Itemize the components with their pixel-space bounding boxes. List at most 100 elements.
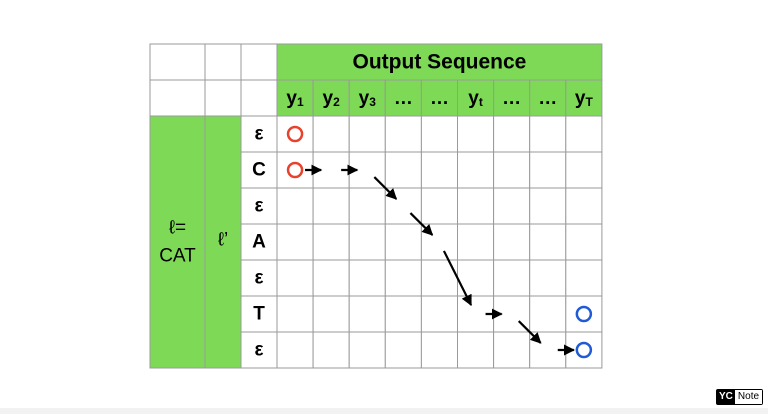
row-label: ε xyxy=(254,340,263,361)
row-label: T xyxy=(253,304,265,325)
header-blank-cell xyxy=(240,43,278,81)
header-title-cell xyxy=(276,43,603,81)
grid-cell xyxy=(348,115,386,153)
grid-cell xyxy=(457,223,495,261)
ycnote-logo: YC Note xyxy=(716,389,764,405)
column-header-label: y3 xyxy=(359,88,377,110)
grid-cell xyxy=(276,331,314,369)
grid-cell xyxy=(529,295,567,333)
row-header-cell xyxy=(240,223,278,261)
grid-cell xyxy=(529,151,567,189)
row-label: ε xyxy=(254,196,263,217)
grid-cell xyxy=(276,259,314,297)
grid-cell xyxy=(348,295,386,333)
grid-cell xyxy=(529,223,567,261)
row-label: ε xyxy=(254,268,263,289)
grid-cell xyxy=(457,151,495,189)
grid-cell xyxy=(384,115,422,153)
grid-cell xyxy=(276,223,314,261)
start-marker-circle xyxy=(286,125,304,143)
grid-cell xyxy=(565,223,603,261)
end-marker-circle xyxy=(575,341,593,359)
path-arrow xyxy=(409,212,434,236)
grid-cell xyxy=(493,151,531,189)
column-header-label: … xyxy=(538,88,557,109)
row-header-cell xyxy=(240,115,278,153)
grid-cell xyxy=(348,331,386,369)
column-header-label: … xyxy=(394,88,413,109)
grid-cell xyxy=(420,295,458,333)
extended-label-block xyxy=(204,115,242,369)
grid-cell xyxy=(565,151,603,189)
grid-cell xyxy=(493,115,531,153)
grid-cell xyxy=(457,331,495,369)
header-title: Output Sequence xyxy=(353,51,527,74)
grid-cell xyxy=(312,187,350,225)
grid-cell xyxy=(529,115,567,153)
column-header-cell xyxy=(348,79,386,117)
path-arrow xyxy=(442,250,473,307)
grid-cell xyxy=(565,259,603,297)
grid-cell xyxy=(565,115,603,153)
grid-cell xyxy=(312,295,350,333)
path-arrow xyxy=(373,176,398,200)
column-header-label: yT xyxy=(575,88,594,110)
row-header-cell xyxy=(240,295,278,333)
logo-part-yc: YC xyxy=(717,390,735,404)
grid-cell xyxy=(420,187,458,225)
grid-cell xyxy=(384,223,422,261)
grid-cell xyxy=(493,223,531,261)
grid-cell xyxy=(384,331,422,369)
start-marker-circle xyxy=(286,161,304,179)
grid-cell xyxy=(384,259,422,297)
column-header-label: y2 xyxy=(323,88,341,110)
header-blank-cell xyxy=(240,79,278,117)
grid-cell xyxy=(276,115,314,153)
header-blank-cell xyxy=(204,43,242,81)
grid-cell xyxy=(493,331,531,369)
sequence-label-line1: ℓ= xyxy=(169,218,186,239)
column-header-label: y1 xyxy=(286,88,304,110)
grid-cell xyxy=(276,295,314,333)
grid-cell xyxy=(312,331,350,369)
grid-cell xyxy=(348,259,386,297)
column-header-label: … xyxy=(430,88,449,109)
column-header-cell xyxy=(457,79,495,117)
column-header-label: … xyxy=(502,88,521,109)
row-label: C xyxy=(252,160,266,181)
sequence-label-line2: CAT xyxy=(159,246,196,267)
grid-cell xyxy=(312,223,350,261)
row-label: ε xyxy=(254,124,263,145)
grid-cell xyxy=(493,259,531,297)
grid-cell xyxy=(420,331,458,369)
grid-cell xyxy=(312,259,350,297)
path-arrow xyxy=(517,320,542,344)
grid-cell xyxy=(420,115,458,153)
column-header-cell xyxy=(276,79,314,117)
header-blank-cell xyxy=(149,43,206,81)
grid-cell xyxy=(457,115,495,153)
grid-cell xyxy=(348,223,386,261)
grid-cell xyxy=(565,295,603,333)
grid-cell xyxy=(384,295,422,333)
header-blank-cell xyxy=(204,79,242,117)
footer-strip xyxy=(0,408,768,414)
row-label: A xyxy=(252,232,266,253)
end-marker-circle xyxy=(575,305,593,323)
sequence-label-block xyxy=(149,115,206,369)
extended-label: ℓ’ xyxy=(218,230,228,251)
grid-cell xyxy=(312,115,350,153)
header-blank-cell xyxy=(149,79,206,117)
grid-cell xyxy=(493,187,531,225)
grid-cell xyxy=(348,187,386,225)
grid-cell xyxy=(420,151,458,189)
grid-cell xyxy=(384,151,422,189)
grid-cell xyxy=(457,187,495,225)
column-header-cell xyxy=(420,79,458,117)
grid-cell xyxy=(529,187,567,225)
grid-cell xyxy=(276,187,314,225)
logo-part-note: Note xyxy=(734,390,763,404)
column-header-label: yt xyxy=(468,88,483,110)
grid-cell xyxy=(529,259,567,297)
